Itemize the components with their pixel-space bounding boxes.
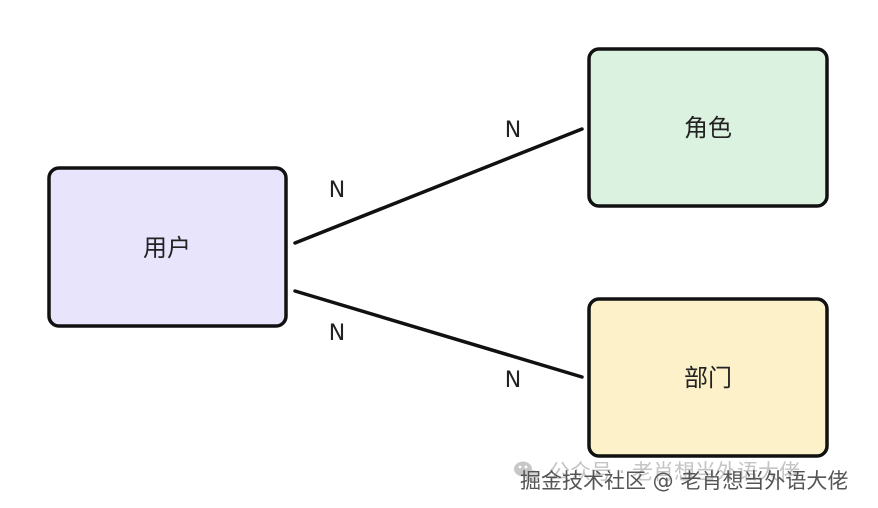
edge-user-role	[293, 127, 584, 245]
node-dept: 部门	[587, 297, 829, 458]
edge-user-role-source-label: N	[329, 178, 345, 203]
watermark-back-text: 公众号 · 老肖想当外语大佬	[549, 460, 800, 484]
watermark-front-text: 掘金技术社区 @ 老肖想当外语大佬	[520, 469, 848, 493]
node-dept-box	[587, 297, 829, 458]
watermark: 公众号 · 老肖想当外语大佬 掘金技术社区 @ 老肖想当外语大佬	[514, 460, 848, 493]
node-role-label: 角色	[684, 114, 732, 142]
edge-user-dept-target-label: N	[505, 368, 521, 393]
node-user-label: 用户	[143, 234, 191, 262]
node-dept-label: 部门	[684, 364, 732, 392]
edge-user-role-target-label: N	[505, 118, 521, 143]
edge-user-dept	[293, 289, 584, 379]
wechat-icon	[514, 461, 539, 482]
node-role-box	[587, 47, 829, 208]
edge-user-dept-source-label: N	[329, 321, 345, 346]
node-role: 角色	[587, 47, 829, 208]
node-user-box	[47, 166, 288, 328]
node-user: 用户	[47, 166, 288, 328]
